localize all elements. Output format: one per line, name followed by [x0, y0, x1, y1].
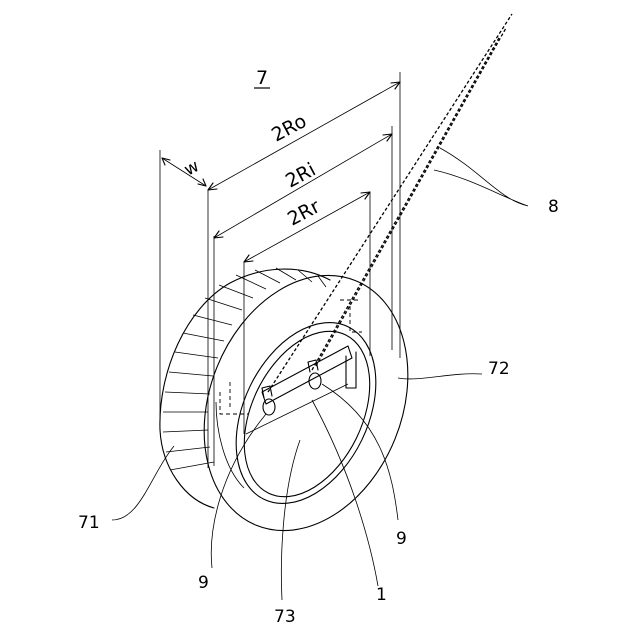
label-9-left: 9: [198, 573, 209, 593]
label-72: 72: [488, 359, 510, 379]
tire: [160, 245, 445, 562]
figure-number: 7: [256, 67, 268, 89]
label-71: 71: [78, 513, 100, 533]
tire-back-outline: [160, 269, 330, 508]
leader-1: [312, 400, 378, 586]
dim-label-2rr: 2Rr: [284, 195, 324, 230]
leader-9-right: [322, 384, 398, 520]
leader-8: [434, 148, 528, 206]
leader-73: [281, 440, 300, 600]
bead-inner: [219, 311, 395, 517]
leader-72: [398, 374, 482, 379]
label-73: 73: [274, 607, 296, 627]
lifting-jig: [220, 300, 362, 434]
dim-label-2ro: 2Ro: [268, 110, 310, 146]
dim-label-2ri: 2Ri: [282, 159, 319, 193]
jig-right-post: [346, 352, 356, 388]
chain-right: [316, 28, 506, 366]
chain-right-b: [312, 36, 500, 370]
label-8: 8: [548, 197, 559, 217]
hook-right: [309, 373, 321, 389]
bead-outer: [208, 300, 404, 527]
tire-front-outer-edge: [168, 245, 445, 562]
hook-left-bracket: [262, 386, 272, 398]
hook-left: [263, 399, 275, 415]
label-9-right: 9: [396, 529, 407, 549]
dim-label-w: w: [181, 156, 203, 180]
labels: 7 2Ro 2Ri 2Rr w 8 72 71 9 9 73 1: [78, 67, 559, 627]
label-1: 1: [376, 585, 387, 605]
